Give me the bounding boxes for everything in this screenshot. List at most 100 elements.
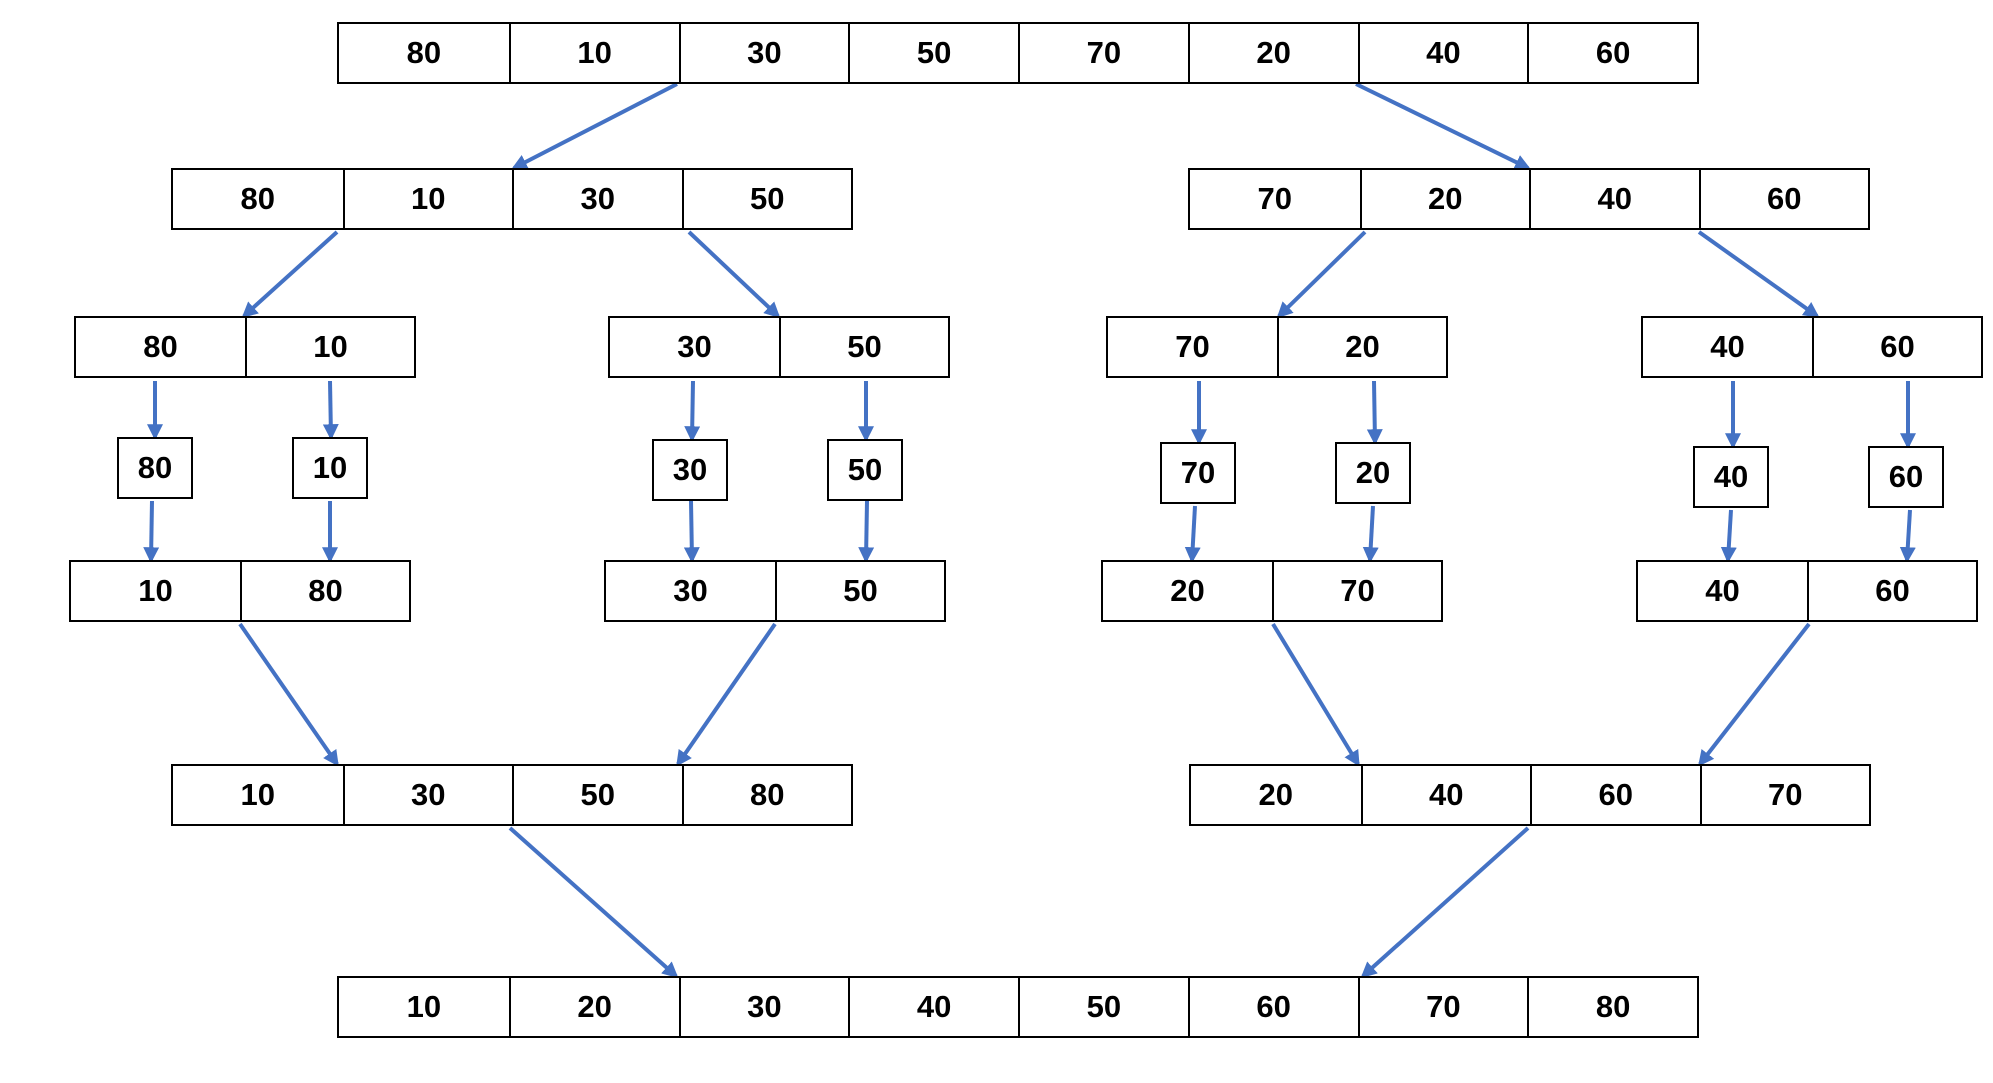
array-cell: 80 bbox=[143, 329, 178, 364]
arrow bbox=[143, 500, 160, 564]
array-cell: 30 bbox=[673, 573, 708, 608]
array-cell: 40 bbox=[1705, 573, 1740, 608]
array-cell: 40 bbox=[1357, 24, 1528, 82]
array-cell: 50 bbox=[512, 766, 682, 824]
array-cell: 10 bbox=[508, 24, 679, 82]
array-cell: 70 bbox=[1272, 562, 1441, 620]
single-element-value: 40 bbox=[1713, 459, 1749, 494]
array-cell: 60 bbox=[1698, 170, 1869, 228]
single-element-value: 20 bbox=[1355, 455, 1391, 490]
level2-array-2: 70 20 bbox=[1106, 316, 1448, 378]
array-cell: 30 bbox=[342, 766, 513, 824]
arrow bbox=[1366, 380, 1383, 446]
array-cell: 10 bbox=[406, 989, 442, 1024]
array-cell: 40 bbox=[1360, 766, 1531, 824]
arrow bbox=[1697, 230, 1820, 318]
array-cell: 20 bbox=[508, 978, 679, 1036]
single-element-box: 80 bbox=[117, 437, 193, 499]
arrow bbox=[1720, 509, 1737, 564]
array-cell: 80 bbox=[681, 766, 852, 824]
arrow bbox=[858, 500, 875, 564]
level4-array-3: 40 60 bbox=[1636, 560, 1978, 622]
single-element-box: 20 bbox=[1335, 442, 1411, 504]
arrow bbox=[238, 622, 339, 767]
array-cell: 10 bbox=[138, 573, 173, 608]
array-cell: 80 bbox=[240, 562, 409, 620]
single-element-box: 30 bbox=[652, 439, 728, 501]
array-cell: 50 bbox=[775, 562, 944, 620]
arrow bbox=[1362, 505, 1379, 564]
array-cell: 40 bbox=[1529, 170, 1699, 228]
array-cell: 80 bbox=[1527, 978, 1697, 1036]
array-cell: 30 bbox=[677, 329, 712, 364]
array-cell: 40 bbox=[848, 978, 1018, 1036]
arrow bbox=[1360, 826, 1530, 979]
array-cell: 60 bbox=[1530, 766, 1700, 824]
array-cell: 80 bbox=[406, 35, 442, 70]
arrow bbox=[322, 380, 339, 441]
single-element-value: 10 bbox=[312, 450, 348, 485]
arrow bbox=[684, 380, 701, 443]
single-element-value: 50 bbox=[847, 452, 883, 487]
single-element-box: 70 bbox=[1160, 442, 1236, 504]
array-cell: 30 bbox=[678, 978, 849, 1036]
arrow bbox=[683, 500, 700, 564]
array-cell: 50 bbox=[1018, 978, 1188, 1036]
single-element-value: 80 bbox=[137, 450, 173, 485]
array-cell: 70 bbox=[1257, 181, 1292, 216]
array-cell: 20 bbox=[1359, 170, 1530, 228]
array-cell: 60 bbox=[1812, 318, 1981, 376]
level4-array-0: 10 80 bbox=[69, 560, 411, 622]
array-cell: 70 bbox=[1018, 24, 1188, 82]
array-cell: 50 bbox=[779, 318, 948, 376]
single-element-value: 70 bbox=[1180, 455, 1216, 490]
arrow bbox=[1276, 230, 1367, 319]
arrow bbox=[241, 230, 339, 319]
array-cell: 30 bbox=[678, 24, 849, 82]
array-cell: 70 bbox=[1175, 329, 1210, 364]
array-cell: 60 bbox=[1807, 562, 1976, 620]
arrow bbox=[1271, 622, 1360, 767]
arrow bbox=[1899, 509, 1916, 564]
level2-array-1: 30 50 bbox=[608, 316, 950, 378]
single-element-box: 50 bbox=[827, 439, 903, 501]
single-element-box: 40 bbox=[1693, 446, 1769, 508]
array-cell: 60 bbox=[1187, 978, 1358, 1036]
array-cell: 20 bbox=[1187, 24, 1358, 82]
array-cell: 70 bbox=[1699, 766, 1870, 824]
array-cell: 20 bbox=[1258, 777, 1293, 812]
single-element-box: 60 bbox=[1868, 446, 1944, 508]
array-cell: 10 bbox=[240, 777, 275, 812]
array-cell: 80 bbox=[240, 181, 275, 216]
arrow bbox=[1698, 622, 1811, 767]
array-cell: 50 bbox=[681, 170, 852, 228]
array-cell: 20 bbox=[1170, 573, 1205, 608]
arrow bbox=[687, 230, 781, 319]
single-element-box: 10 bbox=[292, 437, 368, 499]
array-cell: 30 bbox=[512, 170, 682, 228]
arrow bbox=[511, 82, 678, 170]
arrow bbox=[508, 826, 679, 979]
single-element-value: 30 bbox=[672, 452, 708, 487]
arrow bbox=[1355, 82, 1531, 170]
level4-array-1: 30 50 bbox=[604, 560, 946, 622]
level2-array-0: 80 10 bbox=[74, 316, 416, 378]
arrow bbox=[1184, 505, 1201, 564]
single-element-value: 60 bbox=[1888, 459, 1924, 494]
array-cell: 70 bbox=[1357, 978, 1528, 1036]
arrow bbox=[676, 622, 777, 767]
array-cell: 10 bbox=[245, 318, 414, 376]
array-cell: 50 bbox=[848, 24, 1018, 82]
array-cell: 60 bbox=[1527, 24, 1697, 82]
array-cell: 20 bbox=[1277, 318, 1446, 376]
